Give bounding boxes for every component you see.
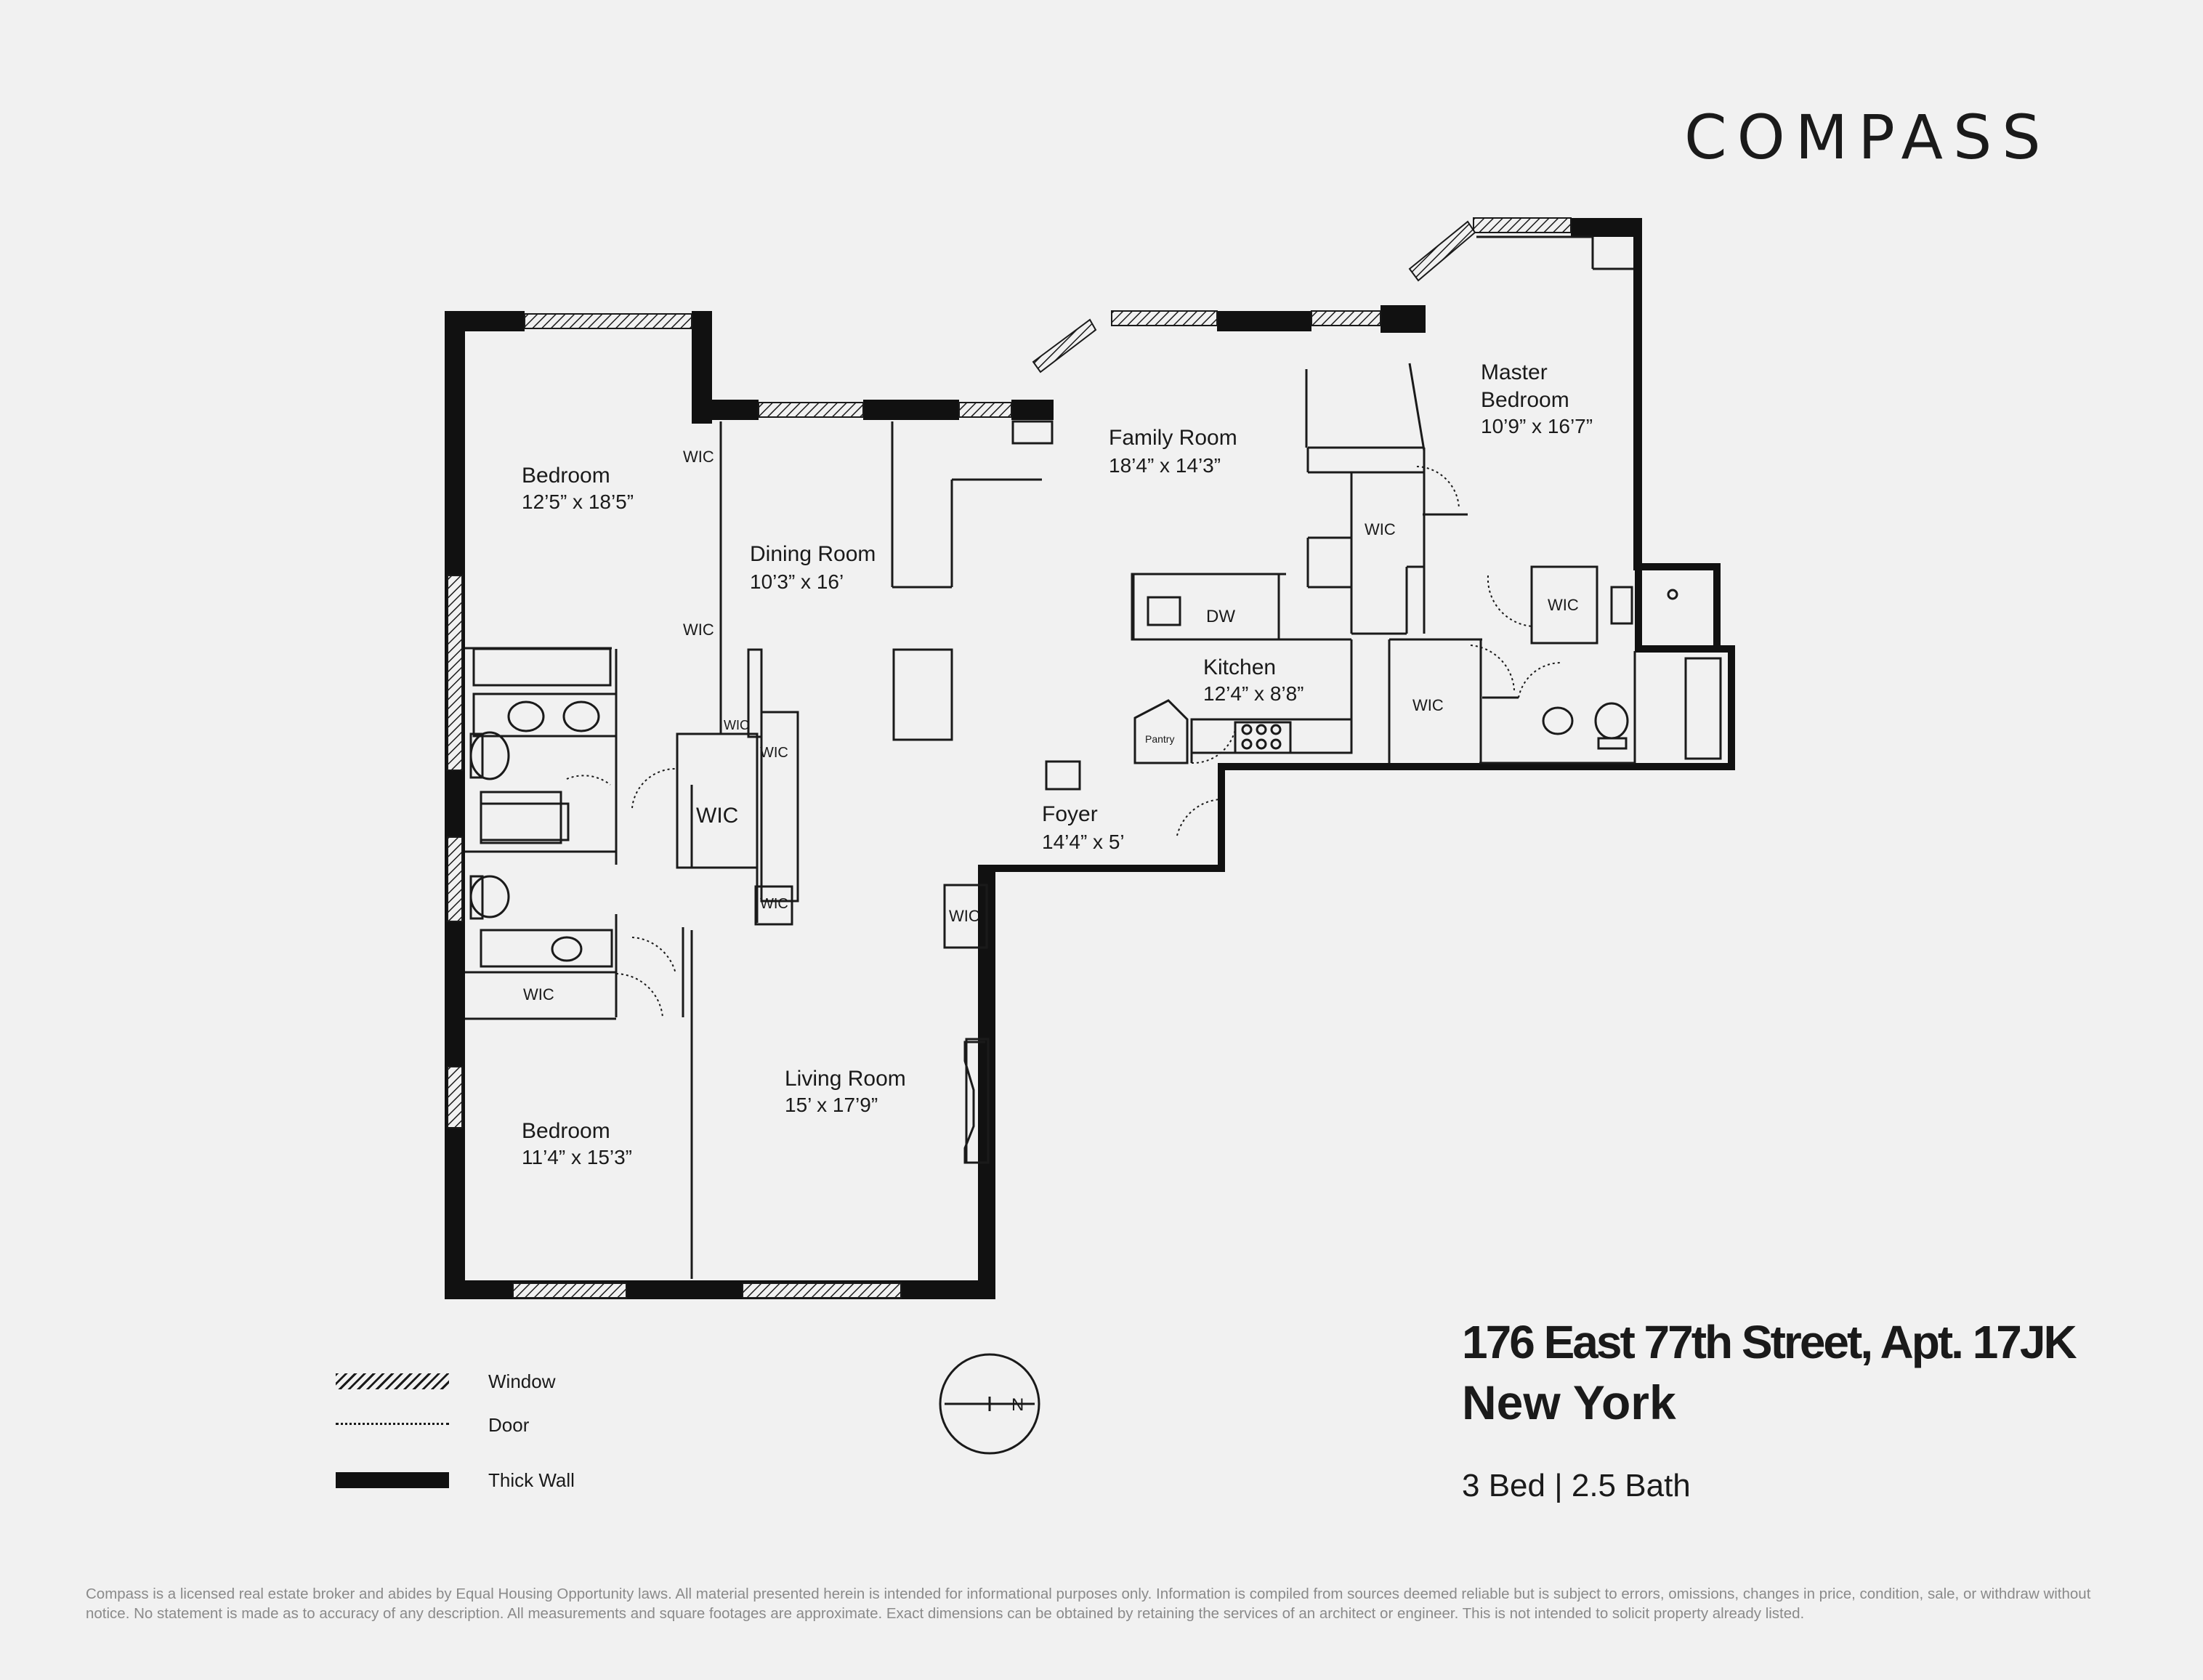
- room-name: Dining Room: [750, 542, 876, 566]
- compass-logo: COMPASS: [1684, 102, 2051, 173]
- fixtures-misc: [682, 760, 1081, 1164]
- room-labels: Bedroom 12’5” x 18’5” Dining Room 10’3” …: [522, 360, 1593, 1168]
- doors: [566, 466, 1561, 1018]
- room-dims: 12’4” x 8’8”: [1203, 682, 1304, 705]
- svg-text:N: N: [1011, 1395, 1024, 1415]
- legend-door-label: Door: [488, 1414, 530, 1436]
- legend-window-label: Window: [488, 1370, 556, 1392]
- beds-baths: 3 Bed | 2.5 Bath: [1462, 1468, 1691, 1503]
- city: New York: [1462, 1376, 1676, 1429]
- door-swatch: [336, 1423, 449, 1425]
- wic-label: WIC: [683, 621, 714, 639]
- thick-wall-swatch: [336, 1472, 449, 1488]
- wic-label: WIC: [760, 896, 788, 912]
- wic-label: WIC: [949, 907, 980, 925]
- room-name: Kitchen: [1203, 655, 1276, 679]
- bath-fixtures: [469, 589, 1678, 962]
- room-dims: 18’4” x 14’3”: [1109, 454, 1221, 477]
- closet-labels: WIC WIC WIC WIC WIC WIC WIC WIC WIC WIC …: [523, 448, 1579, 1003]
- wic-label: WIC: [1365, 520, 1396, 538]
- room-dims: 11’4” x 15’3”: [522, 1146, 632, 1168]
- room-dims: 10’9” x 16’7”: [1481, 415, 1593, 437]
- pantry-label: Pantry: [1145, 733, 1174, 745]
- room-name: Family Room: [1109, 426, 1237, 450]
- wic-label: WIC: [1412, 696, 1444, 714]
- room-dims: 15’ x 17’9”: [785, 1094, 878, 1116]
- room-name: Foyer: [1042, 802, 1098, 826]
- wic-label: WIC: [683, 448, 714, 466]
- window-swatch: [336, 1373, 449, 1389]
- kitchen-fixtures: [1045, 573, 1353, 791]
- wic-label: WIC: [1548, 596, 1579, 614]
- room-name-line1: Master: [1481, 360, 1548, 384]
- room-dims: 12’5” x 18’5”: [522, 490, 634, 513]
- room-name: Living Room: [785, 1067, 906, 1091]
- wic-label: WIC: [696, 804, 738, 828]
- wic-label: WIC: [724, 718, 749, 732]
- address: 176 East 77th Street, Apt. 17JK: [1462, 1316, 2077, 1368]
- thick-walls: [445, 218, 1735, 1299]
- north-arrow-icon: N: [939, 1353, 1040, 1455]
- room-name-line2: Bedroom: [1481, 388, 1569, 412]
- room-name: Bedroom: [522, 464, 610, 488]
- wic-label: WIC: [523, 985, 554, 1003]
- listing-info: 176 East 77th Street, Apt. 17JK New York…: [1462, 1315, 2077, 1504]
- room-dims: 14’4” x 5’: [1042, 831, 1125, 853]
- room-dims: 10’3” x 16’: [750, 570, 844, 593]
- legend-thick-wall-label: Thick Wall: [488, 1469, 575, 1491]
- dw-label: DW: [1206, 607, 1235, 626]
- windows: [447, 217, 1572, 1299]
- wic-label: WIC: [760, 745, 788, 761]
- disclaimer: Compass is a licensed real estate broker…: [86, 1586, 2091, 1622]
- room-name: Bedroom: [522, 1119, 610, 1143]
